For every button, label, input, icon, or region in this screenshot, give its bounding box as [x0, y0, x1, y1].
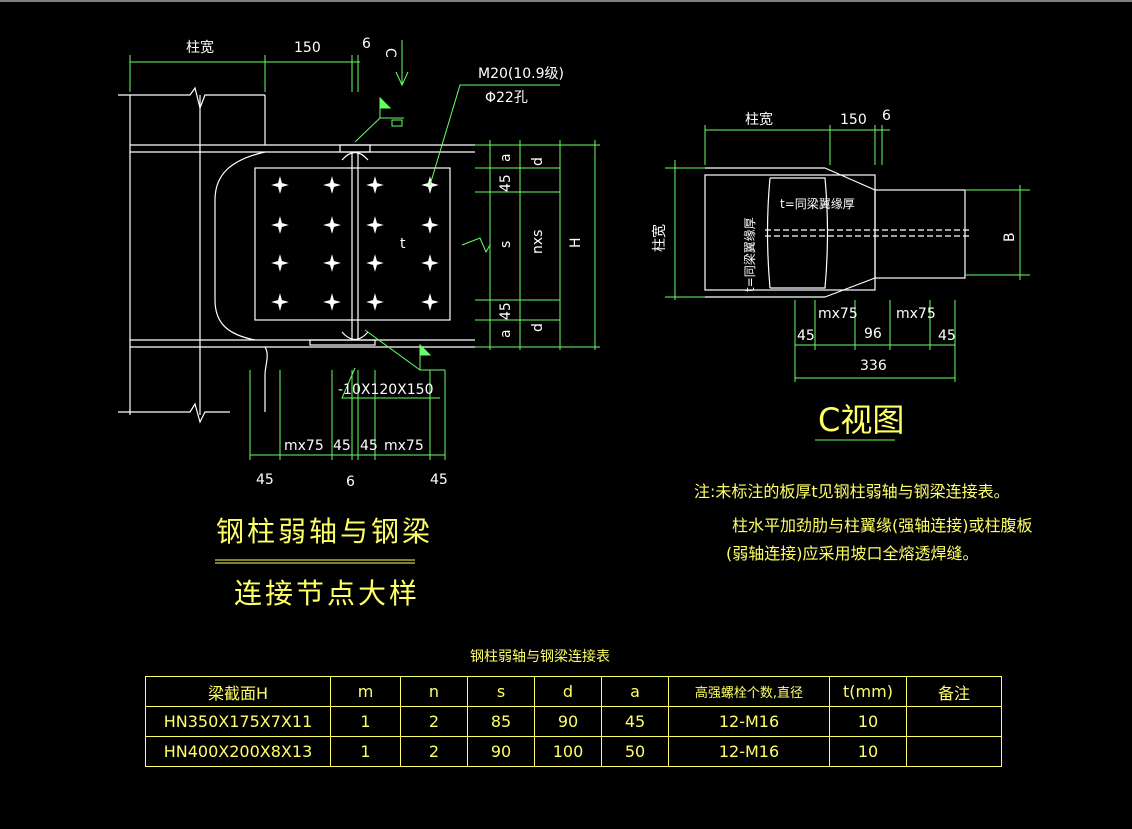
cview-mx75-left: mx75: [818, 306, 858, 322]
dim-mx75-left: mx75: [284, 438, 324, 454]
cview-dim-45-left: 45: [797, 328, 815, 344]
table-cell: 90: [534, 706, 602, 737]
table-header-cell: 高强螺栓个数,直径: [668, 676, 830, 707]
cview-col-width-side: 柱宽: [651, 224, 668, 252]
table-header-cell: 备注: [906, 676, 1002, 707]
table-header-row: 梁截面H m n s d a 高强螺栓个数,直径 t(mm) 备注: [145, 676, 1002, 707]
bolt-icon: [421, 293, 439, 311]
table-row: HN350X175X7X11 1 2 85 90 45 12-M16 10: [145, 706, 1002, 737]
main-title-line1: 钢柱弱轴与钢梁: [216, 515, 434, 548]
table-cell: 12-M16: [668, 736, 830, 767]
dim-45-left: 45: [256, 472, 274, 488]
dim-45-right: 45: [430, 472, 448, 488]
table-header-cell: a: [601, 676, 669, 707]
cview-col-width-top: 柱宽: [745, 111, 773, 128]
bolt-icon: [366, 293, 384, 311]
table-header-cell: m: [330, 676, 401, 707]
main-title-line2: 连接节点大样: [234, 577, 421, 610]
cview-dim-336: 336: [860, 358, 887, 374]
note-line3: (弱轴连接)应采用坡口全熔透焊缝。: [726, 544, 979, 563]
dim-6-bottom: 6: [346, 474, 355, 490]
bolt-icon: [271, 293, 289, 311]
dim-mx75-right: mx75: [384, 438, 424, 454]
table-cell: 85: [467, 706, 535, 737]
table-cell: 10: [829, 736, 907, 767]
table-cell: [906, 736, 1002, 767]
bolt-icon: [271, 176, 289, 194]
table-header-cell: t(mm): [829, 676, 907, 707]
bolt-icon: [366, 176, 384, 194]
main-dimensions: [129, 40, 600, 460]
bolt-icon: [323, 176, 341, 194]
note-line1: 注:未标注的板厚t见钢柱弱轴与钢梁连接表。: [694, 482, 1010, 501]
table-cell: 12-M16: [668, 706, 830, 737]
dim-6: 6: [362, 36, 371, 52]
note-line2: 柱水平加劲肋与柱翼缘(强轴连接)或柱腹板: [732, 516, 1033, 535]
dim-45-mid-left: 45: [333, 438, 351, 454]
bolt-icon: [421, 216, 439, 234]
table-cell: 50: [601, 736, 669, 767]
c-view-title: C视图: [818, 401, 905, 439]
table-cell: 1: [330, 736, 401, 767]
table-cell: 10: [829, 706, 907, 737]
bolt-icon: [323, 293, 341, 311]
t-label: t: [400, 236, 406, 252]
bolt-group: [271, 176, 439, 311]
bolt-icon: [366, 254, 384, 272]
dim-45-bot: 45: [498, 302, 514, 320]
table-cell: 1: [330, 706, 401, 737]
c-view-geometry: [704, 167, 970, 298]
dim-45-mid-right: 45: [360, 438, 378, 454]
cview-plate-label: t=同梁翼缘厚: [742, 217, 757, 292]
plate-spec: -10X120X150: [338, 382, 434, 398]
bolt-icon: [421, 254, 439, 272]
bolt-spec: M20(10.9级): [478, 66, 564, 82]
bolt-icon: [323, 216, 341, 234]
bolt-icon: [271, 216, 289, 234]
table-header-cell: d: [534, 676, 602, 707]
table-cell: 2: [400, 736, 468, 767]
dim-col-width: 柱宽: [186, 39, 214, 56]
table-cell: 2: [400, 706, 468, 737]
table-cell: HN400X200X8X13: [145, 736, 331, 767]
cview-dim-6: 6: [882, 108, 891, 124]
dim-a-bot: a: [498, 329, 514, 338]
table-cell: 90: [467, 736, 535, 767]
c-view-dimensions: [665, 125, 1030, 441]
bolt-icon: [366, 216, 384, 234]
dim-H: H: [568, 237, 584, 248]
dim-d-bot: d: [530, 323, 546, 332]
dim-150: 150: [294, 40, 321, 56]
cview-stiffener-label: t=同梁翼缘厚: [780, 196, 855, 211]
table-header-cell: s: [467, 676, 535, 707]
table-caption: 钢柱弱轴与钢梁连接表: [470, 649, 610, 665]
cview-mx75-right: mx75: [896, 306, 936, 322]
cview-dim-96: 96: [864, 326, 882, 342]
cview-dim-150: 150: [840, 112, 867, 128]
dim-s: s: [498, 241, 514, 248]
connection-table: 梁截面H m n s d a 高强螺栓个数,直径 t(mm) 备注 HN350X…: [145, 676, 1002, 767]
hole-spec: Φ22孔: [485, 90, 528, 106]
bolt-icon: [271, 254, 289, 272]
dim-d-top: d: [530, 157, 546, 166]
table-cell: 100: [534, 736, 602, 767]
table-header-cell: 梁截面H: [145, 676, 331, 707]
dim-a-top: a: [498, 153, 514, 162]
bolt-icon: [323, 254, 341, 272]
table-cell: HN350X175X7X11: [145, 706, 331, 737]
cview-dim-B: B: [1002, 232, 1018, 242]
view-mark-c: C: [382, 48, 398, 58]
dim-45-top: 45: [498, 174, 514, 192]
dim-nxs: nxs: [530, 230, 546, 254]
cview-dim-45-right: 45: [938, 328, 956, 344]
table-cell: [906, 706, 1002, 737]
table-row: HN400X200X8X13 1 2 90 100 50 12-M16 10: [145, 736, 1002, 767]
table-cell: 45: [601, 706, 669, 737]
main-detail-geometry: [118, 86, 475, 424]
table-header-cell: n: [400, 676, 468, 707]
